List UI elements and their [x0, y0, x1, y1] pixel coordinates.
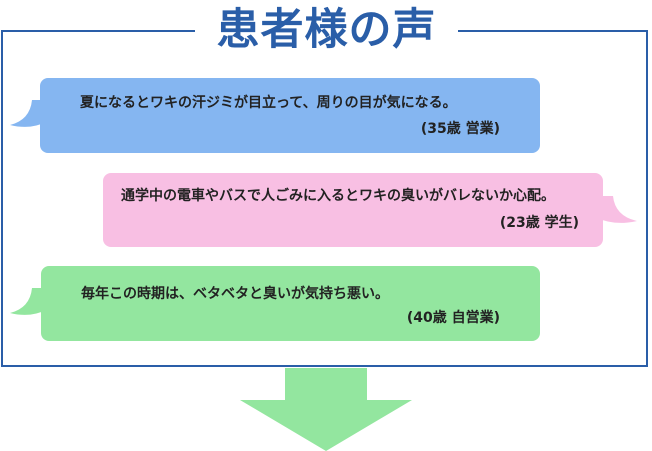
testimonial-bubble: 毎年この時期は、ベタベタと臭いが気持ち悪い。 (40歳 自営業) [41, 266, 540, 341]
testimonial-attribution: (35歳 営業) [420, 121, 500, 137]
testimonial-quote: 夏になるとワキの汗ジミが目立って、周りの目が気になる。 [80, 95, 457, 111]
speech-tail-right-icon [597, 196, 637, 223]
speech-tail-left-icon [10, 288, 46, 315]
testimonial-attribution: (40歳 自営業) [406, 310, 500, 326]
testimonial-attribution: (23歳 学生) [499, 215, 579, 231]
down-arrow-icon [240, 368, 412, 451]
testimonial-bubble: 夏になるとワキの汗ジミが目立って、周りの目が気になる。 (35歳 営業) [40, 78, 540, 153]
page-title: 患者様の声 [216, 5, 437, 55]
testimonial-quote: 通学中の電車やバスで人ごみに入るとワキの臭いがバレないか心配。 [121, 188, 555, 204]
speech-tail-left-icon [10, 100, 46, 127]
testimonial-bubble: 通学中の電車やバスで人ごみに入るとワキの臭いがバレないか心配。 (23歳 学生) [103, 173, 603, 247]
title-container: 患者様の声 [195, 0, 458, 60]
testimonial-quote: 毎年この時期は、ベタベタと臭いが気持ち悪い。 [81, 286, 389, 302]
